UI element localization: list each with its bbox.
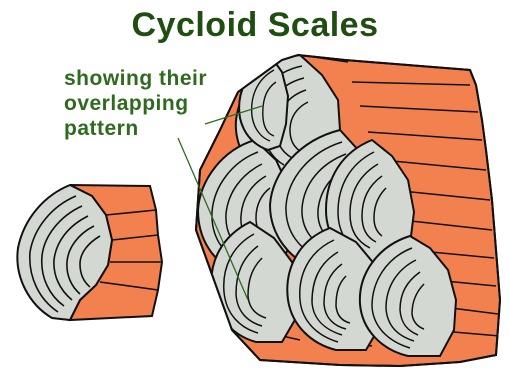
single-scale (17, 185, 162, 320)
scale-cluster (196, 55, 500, 366)
